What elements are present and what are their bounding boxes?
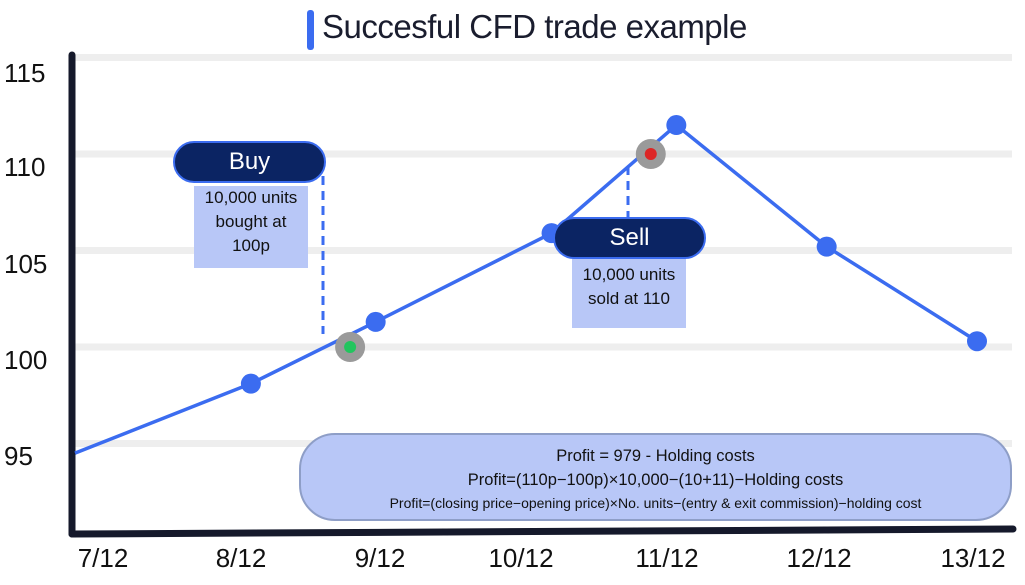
x-tick-label: 8/12: [215, 543, 267, 573]
buy-note-line: bought at: [215, 212, 287, 231]
y-tick-label: 95: [4, 441, 33, 471]
profit-line-3: Profit=(closing price−opening price)×No.…: [389, 495, 922, 511]
y-tick-label: 105: [4, 249, 48, 279]
x-tick-label: 9/12: [354, 543, 406, 573]
y-tick-label: 100: [4, 345, 48, 375]
title-accent-bar: [307, 10, 314, 50]
buy-note: 10,000 units bought at 100p: [194, 186, 308, 268]
profit-line-1: Profit = 979 - Holding costs: [556, 447, 755, 465]
data-point: [240, 373, 261, 394]
profit-annotation: Profit = 979 - Holding costs Profit=(110…: [299, 433, 1012, 521]
x-axis: [68, 525, 1017, 538]
buy-marker-dot: [344, 341, 357, 353]
data-point: [967, 331, 987, 352]
sell-label: Sell: [553, 217, 706, 259]
chart-title: Succesful CFD trade example: [322, 8, 747, 45]
data-point: [666, 115, 687, 136]
data-point: [365, 311, 386, 332]
sell-note-line: 10,000 units: [582, 265, 676, 284]
x-tick-label: 12/12: [786, 543, 852, 573]
x-tick-label: 13/12: [940, 543, 1006, 573]
profit-line-2: Profit=(110p−100p)×10,000−(10+11)−Holdin…: [467, 471, 844, 489]
x-tick-label: 7/12: [77, 543, 129, 573]
x-tick-label: 10/12: [488, 543, 554, 573]
buy-note-line: 10,000 units: [204, 188, 298, 207]
y-tick-label: 115: [4, 58, 46, 88]
sell-note: 10,000 units sold at 110: [572, 258, 686, 328]
x-tick-label: 11/12: [635, 543, 699, 573]
sell-marker-dot: [644, 148, 657, 160]
sell-note-line: sold at 110: [588, 289, 670, 308]
y-tick-label: 110: [4, 152, 46, 182]
buy-label: Buy: [173, 141, 326, 183]
data-point: [816, 236, 837, 257]
buy-note-line: 100p: [232, 236, 270, 255]
